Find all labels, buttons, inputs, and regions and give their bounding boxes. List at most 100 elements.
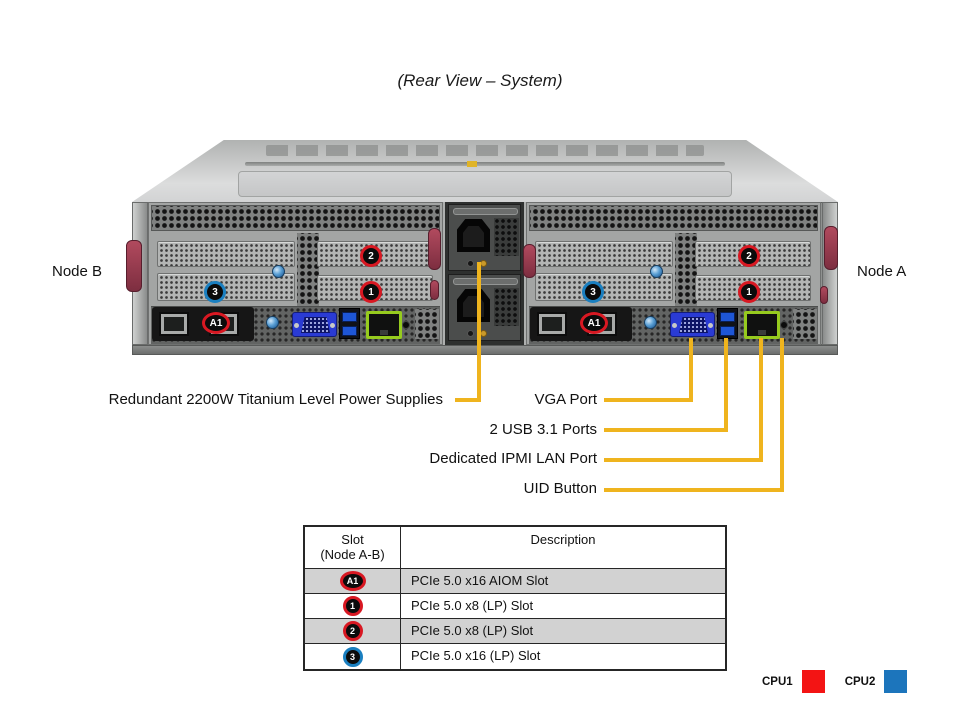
callout-line-usb: [724, 338, 728, 432]
release-latch: [430, 280, 439, 300]
psu-led: [467, 330, 474, 337]
callout-line-psu: [455, 398, 481, 402]
table-row: A1 PCIe 5.0 x16 AIOM Slot: [305, 569, 725, 594]
thumbscrew-icon: [266, 316, 279, 329]
callout-line-vga: [689, 338, 693, 402]
psu-handle: [453, 208, 518, 215]
psu-grille: [494, 218, 519, 256]
table-row: 3 PCIe 5.0 x16 (LP) Slot: [305, 644, 725, 669]
ipmi-callout-label: Dedicated IPMI LAN Port: [429, 450, 597, 467]
node-a-uid-button: [780, 321, 788, 329]
slot-header-title: Slot: [341, 532, 364, 547]
cpu2-label: CPU2: [844, 675, 876, 688]
psu-ac-inlet-inner: [463, 226, 484, 247]
lid-seam: [244, 162, 726, 166]
power-supply-bay: [443, 202, 526, 345]
power-supply-top: [448, 204, 521, 271]
slot-cell: 1: [305, 594, 401, 618]
release-latch: [126, 240, 142, 292]
slot-cell: 2: [305, 619, 401, 643]
chassis-right-rail: [822, 202, 838, 345]
chassis-lid: [132, 140, 838, 202]
callout-line-psu: [477, 262, 481, 402]
psu-handle: [453, 278, 518, 285]
callout-line-ipmi: [604, 458, 763, 462]
vent-perforation: [415, 309, 439, 339]
table-row: 2 PCIe 5.0 x8 (LP) Slot: [305, 619, 725, 644]
node-a-aiom-badge: A1: [580, 312, 608, 334]
lid-vent: [266, 145, 704, 156]
lan-tab: [380, 330, 388, 335]
slot-badge: A1: [339, 571, 366, 591]
psu-callout-label: Redundant 2200W Titanium Level Power Sup…: [108, 391, 443, 408]
cpu1-label: CPU1: [762, 675, 793, 688]
node-b-slot1-badge: 1: [360, 281, 382, 303]
node-a-ipmi-lan-port: [744, 311, 780, 339]
lid-recess: [237, 171, 733, 197]
slot-cover: [157, 241, 295, 267]
node-b-ipmi-lan-port: [366, 311, 402, 339]
psu-grille: [494, 288, 519, 326]
release-latch: [428, 228, 441, 270]
description-cell: PCIe 5.0 x16 AIOM Slot: [411, 573, 549, 588]
vent-perforation: [793, 309, 817, 339]
vga-connector: [679, 317, 708, 333]
node-a-vga-port: [670, 312, 715, 337]
table-row: 1 PCIe 5.0 x8 (LP) Slot: [305, 594, 725, 619]
node-b-uid-button: [402, 321, 410, 329]
node-b-rear-panel: 2 1 3 A1: [148, 202, 443, 345]
vga-callout-label: VGA Port: [534, 391, 597, 408]
slot-cover: [535, 273, 673, 301]
vent-perforation: [297, 233, 319, 309]
slot-header-subtitle: (Node A-B): [320, 547, 385, 562]
node-b-slot2-badge: 2: [360, 245, 382, 267]
chassis-base-rail: [132, 345, 838, 355]
uid-callout-label: UID Button: [523, 480, 597, 497]
usb-port: [342, 326, 357, 336]
aiom-lan-port: [159, 312, 189, 336]
callout-line-uid: [604, 488, 784, 492]
thumbscrew-icon: [650, 265, 663, 278]
usb-callout-label: 2 USB 3.1 Ports: [489, 421, 597, 438]
vent-perforation: [151, 205, 440, 231]
thumbscrew-icon: [644, 316, 657, 329]
server-rear-illustration: 2 1 3 A1: [126, 140, 838, 355]
vent-perforation: [529, 205, 818, 231]
vent-perforation: [675, 233, 697, 309]
node-a-usb-ports: [717, 308, 738, 339]
aiom-lan-port: [537, 312, 567, 336]
node-b-aiom-badge: A1: [202, 312, 230, 334]
cpu1-color-swatch: [801, 670, 825, 693]
node-b-label: Node B: [52, 263, 103, 280]
node-b-slot3-badge: 3: [204, 281, 226, 303]
page-title: (Rear View – System): [397, 71, 563, 90]
description-cell: PCIe 5.0 x8 (LP) Slot: [411, 623, 534, 638]
node-a-label: Node A: [857, 263, 907, 280]
description-cell: PCIe 5.0 x8 (LP) Slot: [411, 598, 534, 613]
psu-button: [480, 260, 487, 267]
usb-port: [342, 312, 357, 322]
node-a-rear-panel: 2 1 3 A1: [526, 202, 821, 345]
description-cell: PCIe 5.0 x16 (LP) Slot: [411, 648, 541, 663]
usb-port: [720, 312, 735, 322]
slot-cell: A1: [305, 569, 401, 593]
lan-tab: [758, 330, 766, 335]
vga-connector: [301, 317, 330, 333]
callout-line-vga: [604, 398, 693, 402]
usb-port: [720, 326, 735, 336]
slot-badge: 1: [342, 596, 363, 616]
slot-badge: 2: [342, 621, 363, 641]
table-header-row: Slot (Node A-B) Description: [305, 527, 725, 569]
psu-button: [480, 330, 487, 337]
description-column-header: Description: [530, 532, 596, 547]
cpu2-color-swatch: [884, 670, 908, 693]
slot-column-header: Slot (Node A-B): [305, 527, 401, 568]
callout-line-uid: [780, 338, 784, 492]
callout-line-ipmi: [759, 338, 763, 462]
node-b-usb-ports: [339, 308, 360, 339]
psu-led: [467, 260, 474, 267]
node-b-vga-port: [292, 312, 337, 337]
power-supply-bottom: [448, 274, 521, 341]
release-latch: [523, 244, 536, 278]
